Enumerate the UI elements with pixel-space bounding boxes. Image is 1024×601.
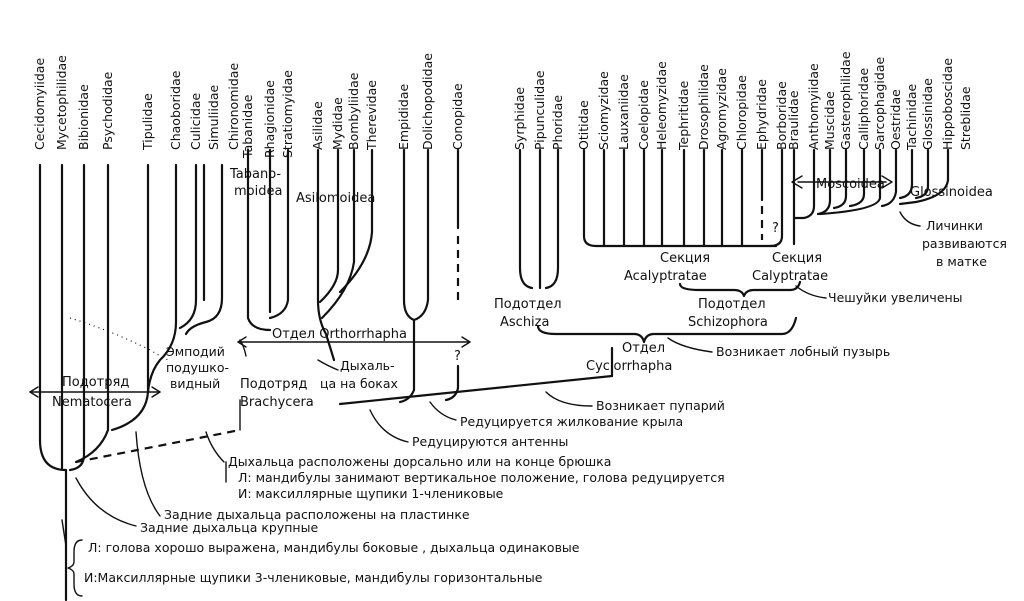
family-label: Otitidae [576,100,591,150]
nematocera-branches [38,163,241,601]
calyptratae-label-1: Секция [772,251,822,266]
empodium-note-2: подушко- [166,360,229,375]
family-label: Mycetophilidae [54,55,69,150]
family-label: Chironomidae [226,63,241,150]
family-label: Gasterophilidae [838,51,853,150]
family-label: Streblidae [958,86,973,150]
rear-spiracles-plate-note: Задние дыхальца расположены на пластинке [164,507,470,522]
tabanomoidea-label-1: Tabano- [229,167,281,182]
palps-1seg-note: И: максиллярные щупики 1-члениковые [238,486,504,501]
family-label: Therevidae [364,80,379,151]
family-label: Sciomyzidae [596,71,611,150]
calyptratae-branches [791,148,950,246]
group-arrows [29,336,471,398]
cyclorrhapha-label-2: Cyclorrhapha [586,359,672,374]
family-label: Coelopidae [636,80,651,150]
schizophora-label-2: Schizophora [688,315,768,330]
family-label: Glossinidae [920,78,935,150]
family-label: Conopidae [450,83,465,150]
larvae-note-2: развиваются [922,236,1007,251]
family-label: Sarcophagidae [872,57,887,150]
family-label: Tipulidae [140,93,155,151]
family-label: Tachinidae [904,84,919,151]
family-label: Mydidae [330,97,345,150]
cyclorrhapha-label-1: Отдел [622,341,665,356]
family-label: Oestridae [888,89,903,150]
family-label: Culicidae [188,92,203,150]
family-label: Bibionidae [76,84,91,150]
family-label: Borboridae [774,81,789,150]
family-label: Bombyliidae [346,72,361,150]
family-label: Drosophilidae [696,64,711,150]
acalyptratae-branches [582,148,784,248]
acalyptratae-label-2: Acalyptratae [624,269,707,284]
family-label: Pipunculidae [532,70,547,150]
mandibles-vertical-note: Л: мандибулы занимают вертикальное полож… [238,470,725,485]
note-arrows [61,211,921,597]
family-label: Empididae [396,84,411,150]
head-developed-note: Л: голова хорошо выражена, мандибулы бок… [88,540,580,555]
family-label: Simuliidae [206,84,221,150]
aschiza-branches [518,148,560,290]
empodium-note-3: видный [170,376,220,391]
brachycera-label-1: Подотряд [240,377,307,392]
moscoidea-label: Moscoidea [816,177,885,192]
orthorrhapha-branches [239,148,614,431]
family-label: Tabanidae [240,94,255,159]
acalyptratae-label-1: Секция [660,251,710,266]
nematocera-label-2: Nematocera [52,395,132,410]
group-labels: Tabano- moidea Asilomoidea Moscoidea Glo… [52,167,993,410]
family-label: Ephydridae [754,79,769,150]
larvae-note-1: Личинки [926,218,983,233]
family-label: Stratiomyidae [280,70,295,158]
schizophora-label-1: Подотдел [698,297,766,312]
palps-3seg-note: И:Максиллярные щупики 3-члениковые, манд… [84,570,543,585]
family-label: Chaoboridae [168,70,183,150]
family-label: Hippoboscidae [940,58,955,150]
glossinoidea-label: Glossinoidea [910,185,993,200]
larvae-note-3: в матке [936,254,987,269]
aschiza-label-1: Подотдел [494,297,562,312]
family-label: Calliphoridae [856,67,871,150]
family-label: Rhagionidae [262,80,277,158]
spiracles-dorsal-note: Дыхальца расположены дорсально или на ко… [228,454,611,469]
aschiza-label-2: Aschiza [500,315,549,330]
family-labels: Cecidomyiidae Mycetophilidae Bibionidae Psy… [32,51,973,159]
conopidae-question-mark: ? [454,349,461,364]
family-label: Syrphidae [512,87,527,150]
squamae-note: Чешуйки увеличены [828,290,963,305]
asilomoidea-label: Asilomoidea [296,191,375,206]
family-label: Phoridae [550,95,565,150]
empodium-note-1: Эмподий [166,344,225,359]
spiracles-side-note-2: ца на боках [320,376,398,391]
tabanomoidea-label-2: moidea [234,184,282,199]
family-label: Asilidae [310,101,325,150]
family-label: Psychodidae [100,71,115,150]
orthorrhapha-label: Отдел Orthorrhapha [272,327,407,342]
family-label: Cecidomyiidae [32,58,47,150]
rear-spiracles-large-note: Задние дыхальца крупные [140,520,318,535]
family-label: Muscidae [822,91,837,150]
ptilinum-note: Возникает лобный пузырь [716,344,890,359]
brachycera-label-2: Brachycera [240,395,314,410]
family-label: Dolichopodidae [420,53,435,150]
subdivision-brackets [536,280,802,378]
family-label: Anthomyiidae [806,63,821,150]
puparium-note: Возникает пупарий [596,398,725,413]
family-label: Lauxaniidae [616,74,631,150]
braulidae-question-mark: ? [772,221,779,236]
character-notes: Эмподий подушко- видный Дыхаль- ца на бо… [84,218,1007,585]
spiracles-side-note-1: Дыхаль- [340,358,395,373]
family-label: Agromyzidae [714,68,729,150]
calyptratae-label-2: Calyptratae [752,269,828,284]
family-label: Heleomyzidae [654,61,669,150]
wing-venation-note: Редуцируется жилкование крыла [460,414,683,429]
family-label: Tephritidae [676,80,691,151]
family-label: Chloropidae [734,75,749,150]
antennae-note: Редуцируются антенны [412,434,568,449]
family-label: Braulidae [786,90,801,150]
nematocera-label-1: Подотряд [62,375,129,390]
